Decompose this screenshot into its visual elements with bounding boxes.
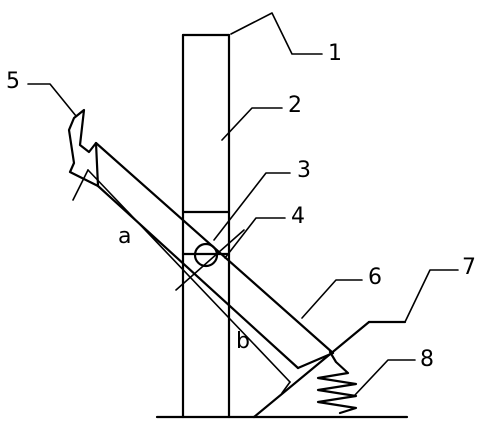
label-3: 3 [297, 158, 311, 183]
vertical-post [181, 33, 231, 419]
leader-2 [221, 107, 283, 141]
label-b: b [236, 329, 250, 354]
dimension-line [72, 169, 291, 394]
base-wedge [252, 320, 407, 419]
spring [316, 350, 358, 415]
label-2: 2 [288, 93, 302, 118]
hook [67, 108, 100, 188]
label-1: 1 [328, 41, 342, 66]
leader-3 [213, 172, 291, 241]
leader-1 [230, 12, 323, 55]
leader-4 [224, 217, 286, 259]
label-a: a [118, 224, 131, 249]
label-5: 5 [6, 69, 20, 94]
pivot-pin [193, 242, 219, 268]
label-8: 8 [420, 347, 434, 372]
leader-8 [354, 359, 416, 396]
label-7: 7 [462, 255, 476, 280]
label-6: 6 [368, 265, 382, 290]
label-4: 4 [291, 204, 305, 229]
cross-line [175, 229, 245, 291]
leader-6 [301, 279, 363, 319]
leader-5 [27, 83, 77, 117]
leader-7 [404, 269, 459, 323]
